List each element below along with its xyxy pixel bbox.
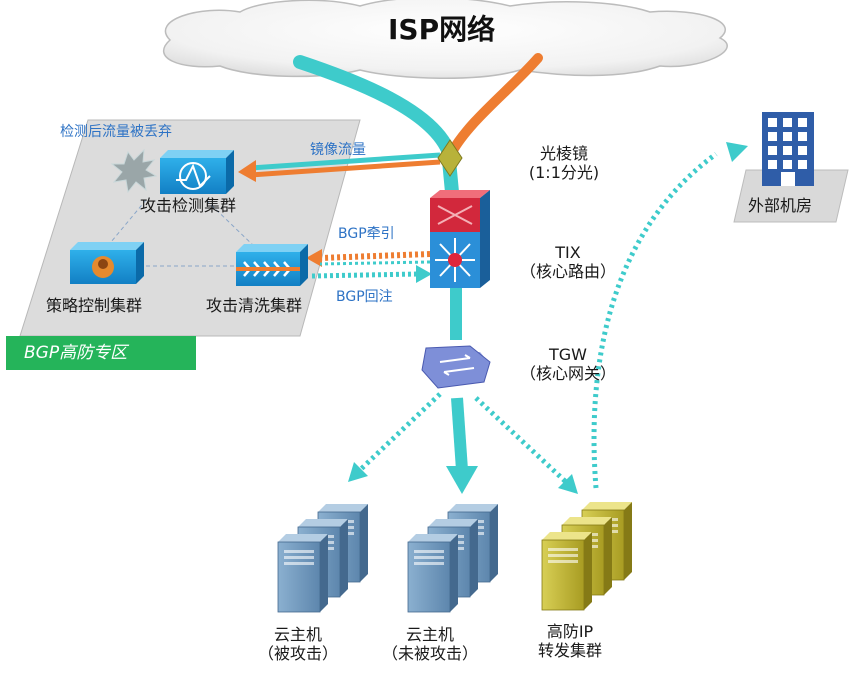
teal-arrow-down xyxy=(446,466,478,494)
splitter-label-line1: 光棱镜 xyxy=(539,144,588,163)
explosion-icon xyxy=(110,148,158,194)
gw-to-attacked-arrow xyxy=(348,462,368,482)
splitter-label: 光棱镜 (1:1分光) xyxy=(524,144,604,182)
tix-label-line1: TIX xyxy=(555,243,581,262)
external-dc-label: 外部机房 xyxy=(748,196,813,215)
tix-label: TIX （核心路由） xyxy=(508,243,628,281)
host-safe-line1: 云主机 xyxy=(405,625,454,644)
gw-to-forward-line xyxy=(474,396,568,484)
forward-cluster-label: 高防IP 转发集群 xyxy=(520,622,620,660)
host-safe-line2: （未被攻击） xyxy=(381,644,478,663)
clean-cluster-label: 攻击清洗集群 xyxy=(206,296,303,315)
splitter-label-line2: (1:1分光) xyxy=(528,163,600,182)
clean-appliance-icon xyxy=(236,244,308,286)
gateway-switch-icon xyxy=(421,345,491,389)
mirror-traffic-label: 镜像流量 xyxy=(310,142,366,158)
forward-cluster-line1: 高防IP xyxy=(546,622,594,641)
forward-to-external-arrow xyxy=(726,142,748,162)
mirror-line-orange xyxy=(249,159,441,178)
bgp-zone-label: BGP高防专区 xyxy=(6,336,196,370)
server-stack-icon xyxy=(277,504,368,613)
tgw-label: TGW （核心网关） xyxy=(508,345,628,383)
forward-to-external-line xyxy=(591,151,718,489)
host-attacked-label: 云主机 （被攻击） xyxy=(248,625,348,663)
tgw-label-line1: TGW xyxy=(549,345,587,364)
mirror-line-teal xyxy=(249,152,441,171)
forward-cluster-line2: 转发集群 xyxy=(537,641,602,660)
page-title: ISP网络 xyxy=(388,13,496,46)
building-icon xyxy=(762,112,814,186)
orange-traffic-path xyxy=(447,53,543,157)
gw-to-forward-arrow xyxy=(558,474,578,494)
tix-label-line2: （核心路由） xyxy=(519,262,616,281)
bgp-pull-arrow xyxy=(306,249,322,267)
bgp-pull-line-teal xyxy=(319,260,431,266)
teal-traffic-path xyxy=(293,55,459,199)
bgp-back-label: BGP回注 xyxy=(336,289,393,305)
zone-link-2 xyxy=(205,199,257,249)
detect-cluster-label: 攻击检测集群 xyxy=(140,196,237,215)
host-safe-label: 云主机 （未被攻击） xyxy=(370,625,490,663)
bgp-pull-line xyxy=(319,251,431,261)
zone-link-1 xyxy=(105,199,147,249)
dropped-traffic-label: 检测后流量被丢弃 xyxy=(60,124,172,140)
host-attacked-line1: 云主机 xyxy=(273,625,322,644)
tgw-label-line2: （核心网关） xyxy=(519,364,616,383)
policy-cluster-label: 策略控制集群 xyxy=(46,296,143,315)
mirror-arrow-head xyxy=(238,160,256,182)
host-attacked-line2: （被攻击） xyxy=(257,644,338,663)
bgp-back-line xyxy=(311,271,419,279)
detect-appliance-icon xyxy=(160,150,234,194)
teal-trunk-bottom xyxy=(451,397,468,471)
router-icon xyxy=(430,190,490,288)
policy-appliance-icon xyxy=(70,242,144,284)
bgp-pull-label: BGP牵引 xyxy=(338,226,395,242)
bgp-back-arrow xyxy=(416,265,432,283)
prism-icon xyxy=(437,139,463,177)
server-stack-icon xyxy=(407,504,498,613)
server-stack-icon xyxy=(541,502,632,611)
gw-to-attacked-line xyxy=(358,392,442,472)
